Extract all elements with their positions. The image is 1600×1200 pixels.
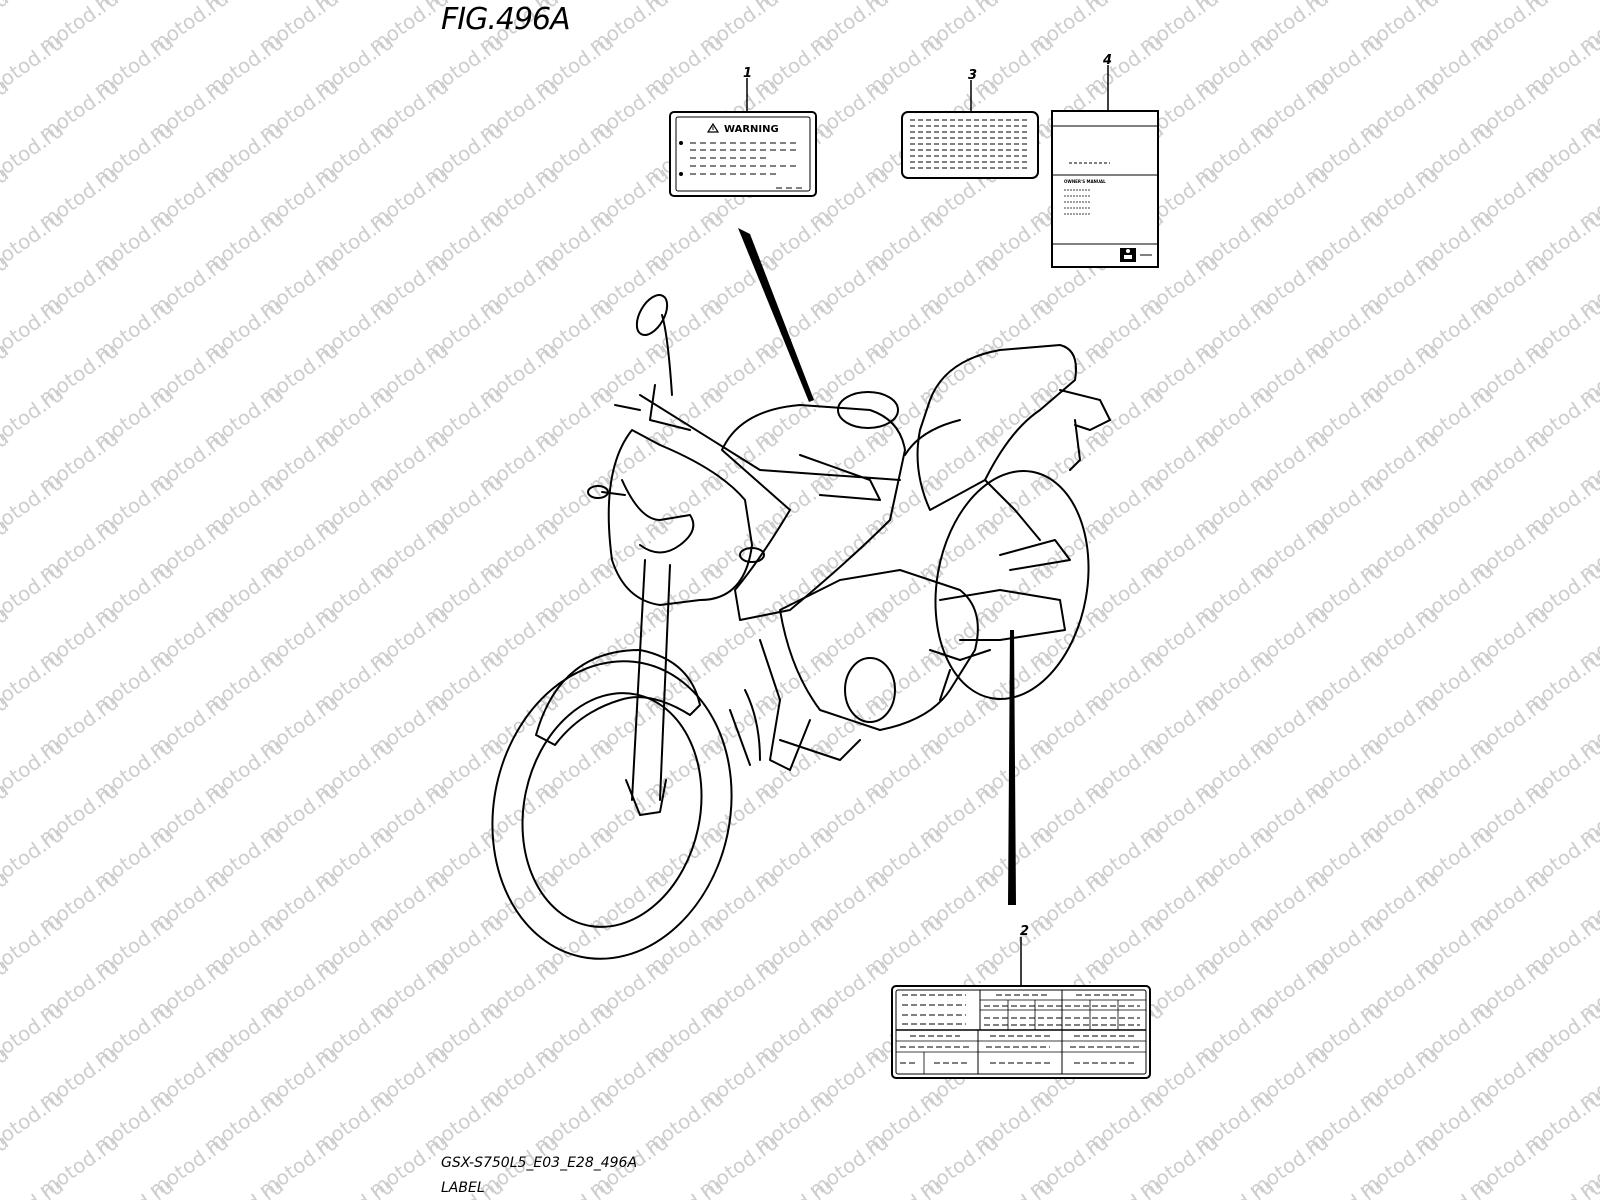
motorcycle-illustration	[491, 294, 1111, 960]
model-code: GSX-S750L5_E03_E28_496A	[441, 1155, 638, 1171]
owners-manual-heading: OWNER'S MANUAL	[1064, 179, 1106, 184]
leader-line-2	[1008, 630, 1016, 905]
watermark-text: motod.ru	[639, 1174, 728, 1200]
callout-3: 3	[968, 68, 978, 83]
watermark-text: motod.ru	[309, 1174, 398, 1200]
watermark-text: motod.ru	[1409, 1174, 1498, 1200]
figure-title: FIG.496A	[441, 2, 571, 37]
leader-lines	[738, 65, 1109, 985]
warning-triangle-icon	[706, 122, 720, 133]
warning-label-heading: WARNING	[724, 124, 779, 135]
callout-1: 1	[743, 66, 753, 81]
watermark-text: motod.ru	[0, 0, 13, 58]
watermark-text: motod.ru	[859, 1174, 948, 1200]
watermark-text: motod.ru	[199, 1174, 288, 1200]
watermark-text: motod.ru	[969, 1174, 1058, 1200]
watermark-text: motod.ru	[1299, 1174, 1388, 1200]
watermark-text: motod.ru	[1519, 1174, 1600, 1200]
info-label	[891, 985, 1151, 1079]
watermark-text: motod.ru	[89, 1174, 178, 1200]
watermark-text: motod.ru	[749, 1174, 838, 1200]
watermark-text: motod.ru	[1079, 1174, 1168, 1200]
book-reader-icon	[1120, 248, 1136, 262]
figure-caption: LABEL	[441, 1180, 485, 1196]
owners-manual: OWNER'S MANUAL	[1051, 110, 1159, 268]
watermark-text: motod.ru	[1189, 1174, 1278, 1200]
callout-4: 4	[1103, 53, 1113, 68]
label-3	[901, 111, 1039, 179]
callout-2: 2	[1020, 924, 1030, 939]
leader-line-1	[738, 228, 814, 402]
warning-label: WARNING	[669, 111, 817, 197]
watermark-text: motod.ru	[529, 1174, 618, 1200]
